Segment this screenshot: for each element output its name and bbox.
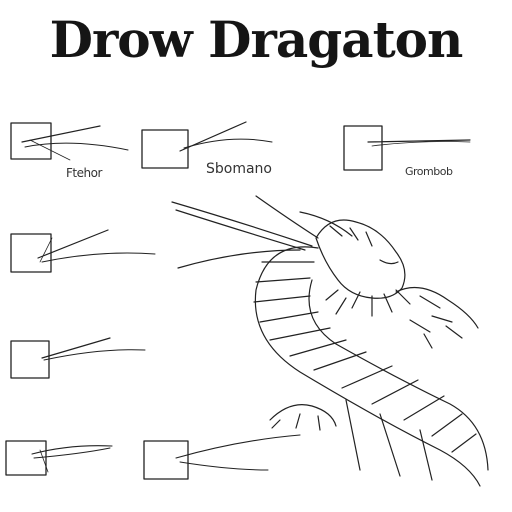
dragon-illustration	[171, 195, 489, 487]
step-box-5	[10, 337, 146, 379]
step-box-2	[141, 121, 273, 169]
step-caption-2: Sbomano	[206, 161, 272, 177]
step-box-1	[10, 122, 129, 161]
step-caption-3: Grombob	[405, 165, 453, 178]
step-caption-1: Ftehor	[66, 166, 102, 180]
step-box-7	[143, 434, 301, 480]
step-box-3	[343, 125, 471, 171]
step-box-6	[5, 440, 113, 476]
step-box-4	[10, 229, 156, 273]
page-title: Drow Dragaton	[49, 10, 464, 69]
